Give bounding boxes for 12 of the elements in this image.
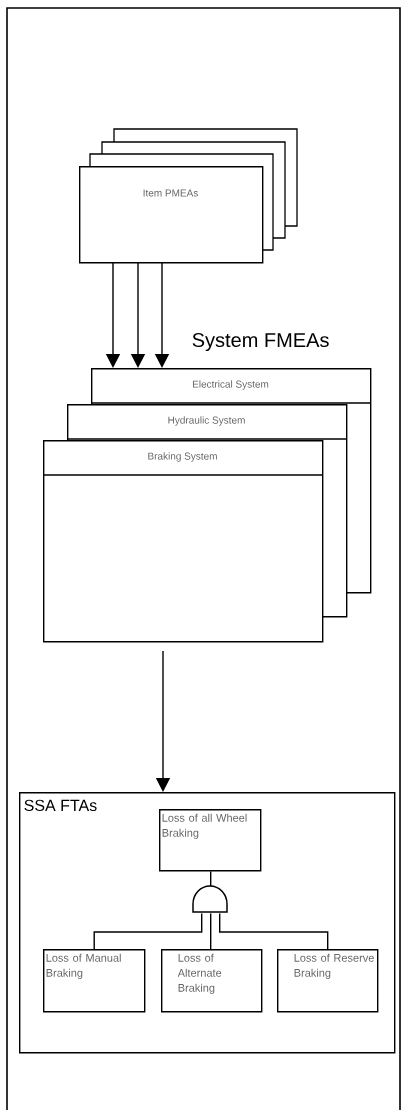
section-heading: System FMEAs [192, 332, 329, 352]
and-gate [192, 885, 228, 913]
event-box: Loss of Reserve Braking [277, 949, 379, 1013]
event-box: Loss of Manual Braking [43, 949, 146, 1013]
event-box: Loss of all Wheel Braking [159, 809, 262, 872]
document-box: Item PMEAs [79, 166, 264, 264]
connector-line [219, 912, 329, 950]
system-box: Braking System [42, 440, 324, 643]
connector-line [210, 912, 212, 950]
connector-line [93, 912, 203, 950]
event-box: Loss of Alternate Braking [161, 949, 263, 1013]
connector-line [210, 870, 212, 887]
